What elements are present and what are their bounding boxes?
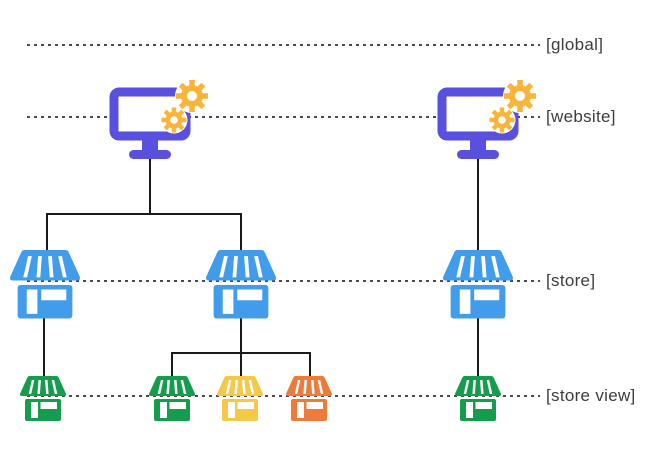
website-computer-gears-icon-2 [434, 76, 538, 170]
store-view-storefront-icon-5-green [454, 376, 502, 421]
store-view-scope-dashed-line [27, 395, 540, 397]
connector-view4-up [309, 352, 311, 378]
connector-store1-view1 [43, 316, 45, 378]
store-view-storefront-icon-1-green [19, 376, 67, 421]
store-level-label: [store] [546, 271, 596, 290]
connector-website2-store3 [477, 158, 479, 253]
connector-website1-branch [46, 213, 242, 215]
global-level-label: [global] [546, 35, 604, 54]
store-storefront-icon-2 [206, 250, 276, 319]
connector-store2-up [240, 213, 242, 252]
store-view-storefront-icon-2-green [148, 376, 196, 421]
store-storefront-icon-3 [443, 250, 513, 319]
store-view-storefront-icon-4-orange [285, 376, 333, 421]
connector-store3-view5 [477, 316, 479, 378]
connector-view2-up [171, 352, 173, 378]
website-level-label: [website] [546, 107, 616, 126]
store-storefront-icon-1 [10, 250, 80, 319]
store-scope-dashed-line [27, 280, 540, 282]
global-scope-dashed-line [27, 44, 540, 46]
connector-store2-down [240, 316, 242, 354]
website-scope-dashed-line [27, 116, 540, 118]
store-view-level-label: [store view] [546, 386, 636, 405]
website-computer-gears-icon-1 [106, 76, 210, 170]
connector-store1-up [46, 213, 48, 252]
connector-website1-down [149, 158, 151, 215]
store-view-storefront-icon-3-yellow [216, 376, 264, 421]
connector-view3-up [240, 352, 242, 378]
